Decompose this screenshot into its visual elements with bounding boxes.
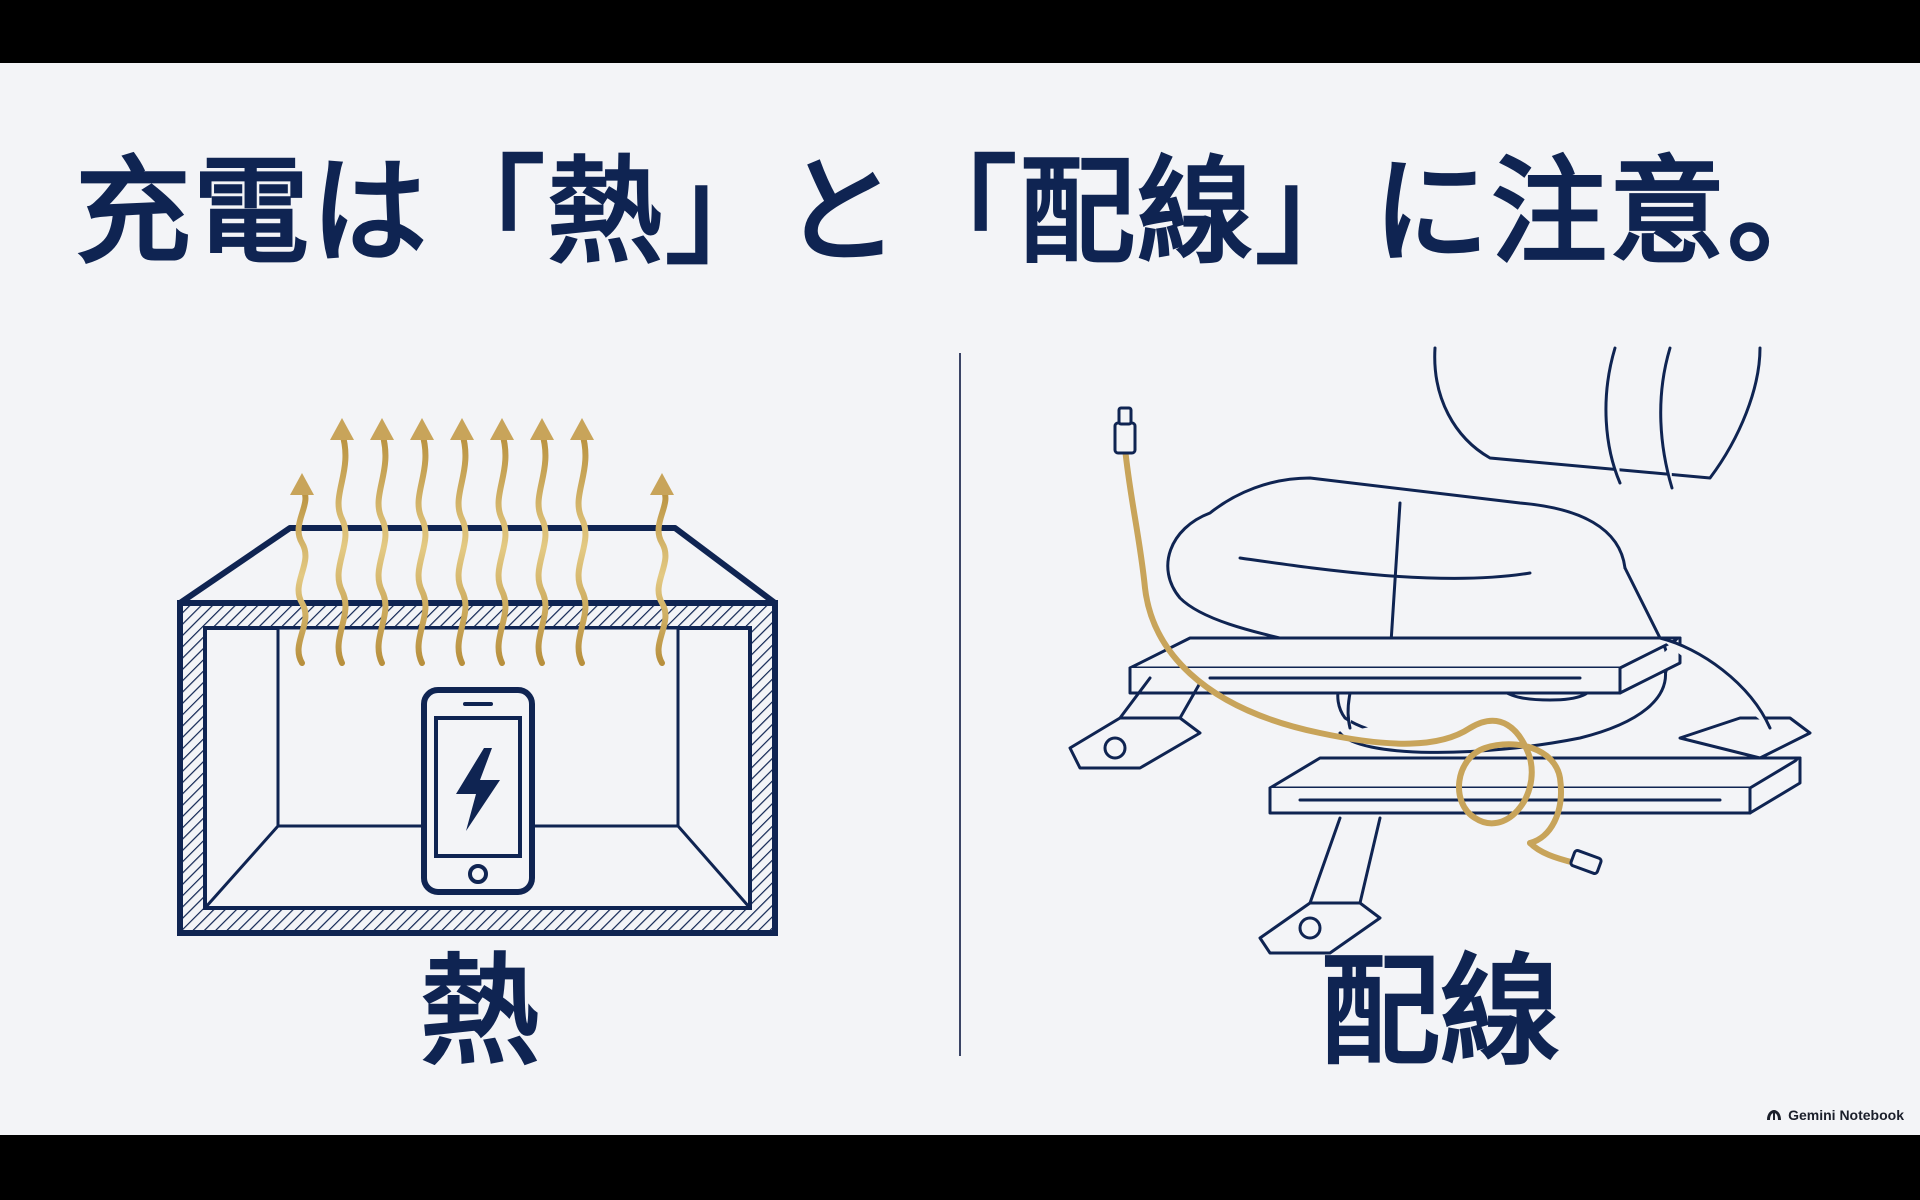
label-heat: 熱	[420, 943, 540, 1082]
cable-plug-top	[1113, 406, 1137, 455]
heat-waves-icon	[295, 430, 669, 666]
letterbox-bottom	[0, 1135, 1920, 1200]
watermark-text: Gemini Notebook	[1788, 1107, 1904, 1123]
cable-plug-bottom	[1569, 849, 1603, 875]
heat-arrowheads	[290, 418, 674, 495]
slide-title: 充電は「熱」と「配線」に注意。	[75, 145, 1845, 280]
notebook-logo-icon	[1767, 1110, 1782, 1120]
slide: 充電は「熱」と「配線」に注意。	[0, 63, 1920, 1135]
watermark: Gemini Notebook	[1766, 1107, 1904, 1123]
letterbox-top	[0, 0, 1920, 63]
center-divider	[959, 353, 961, 1056]
heat-box-phone-icon	[177, 418, 778, 936]
label-wiring: 配線	[1320, 943, 1560, 1082]
phone-icon	[421, 687, 535, 895]
car-seat-cable-icon	[1068, 346, 1812, 955]
